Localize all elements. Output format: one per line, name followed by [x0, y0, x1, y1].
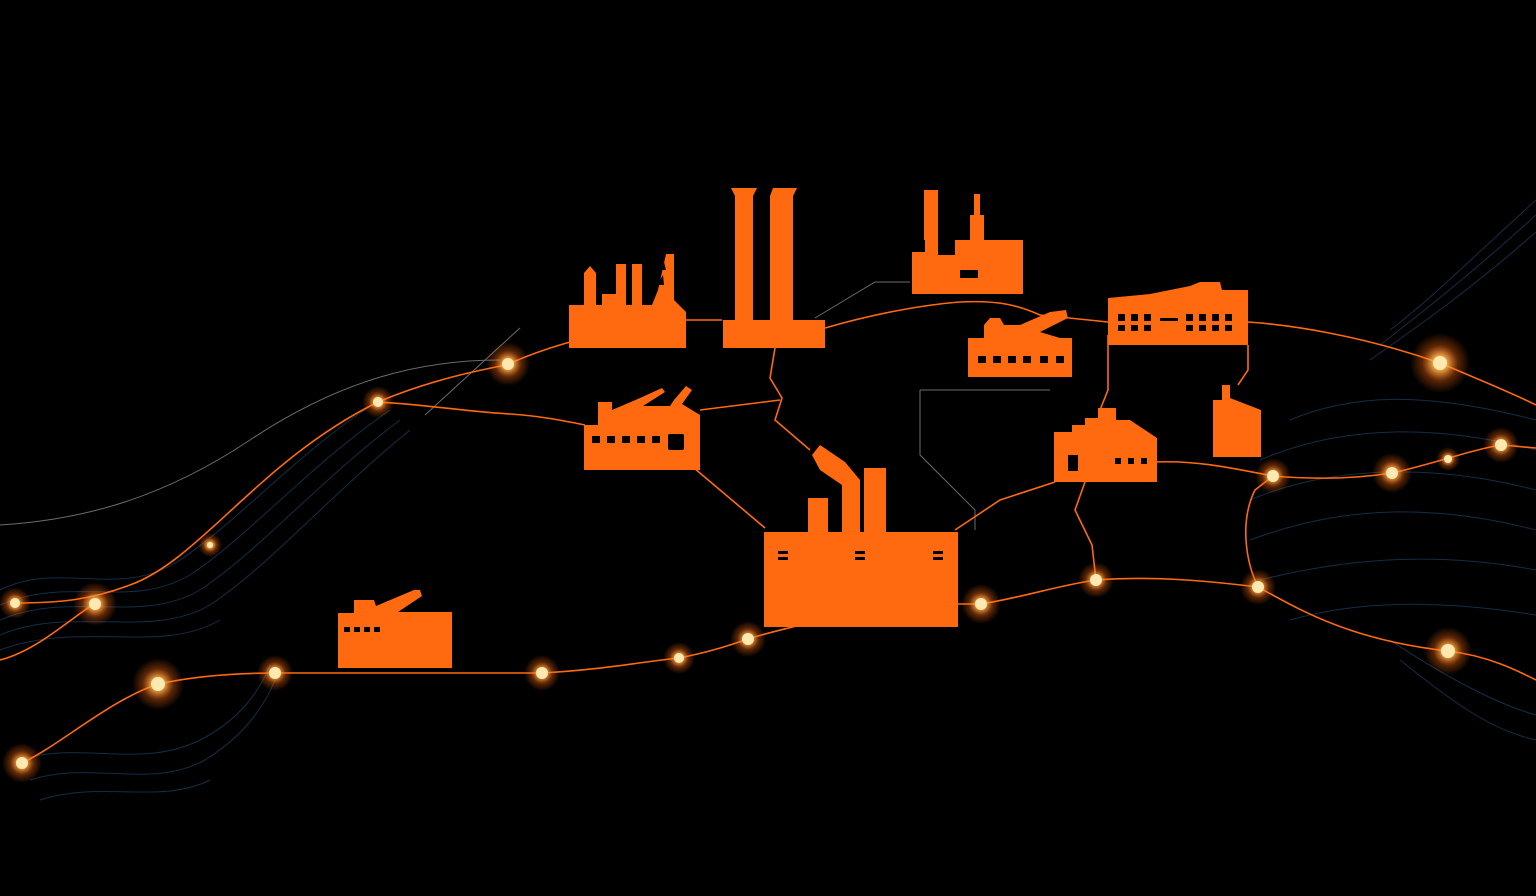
factory-crane-icon	[968, 310, 1072, 377]
glowing-nodes	[0, 333, 1519, 783]
glowing-node-icon	[1372, 453, 1412, 493]
glowing-node-icon	[663, 642, 695, 674]
glowing-node-icon	[524, 655, 560, 691]
glowing-node-icon	[0, 587, 31, 619]
glowing-node-icon	[1078, 562, 1114, 598]
data-mesh-icon	[0, 199, 1536, 801]
glowing-node-icon	[1483, 427, 1519, 463]
glowing-node-icon	[198, 533, 222, 557]
gray-connectors	[0, 281, 1050, 530]
factory-workshop-icon	[584, 386, 700, 470]
factory-small-icon	[338, 590, 452, 668]
twin-chimneys-icon	[723, 188, 825, 348]
glowing-node-icon	[132, 658, 184, 710]
factory-refinery-icon	[569, 254, 686, 348]
small-building-icon	[1213, 385, 1261, 457]
power-plant-icon	[912, 190, 1023, 294]
glowing-node-icon	[362, 386, 394, 418]
house-factory-icon	[1054, 408, 1157, 482]
glowing-node-icon	[1436, 447, 1460, 471]
glowing-node-icon	[257, 655, 293, 691]
glowing-node-icon	[486, 342, 530, 386]
glowing-node-icon	[1424, 627, 1472, 675]
glowing-node-icon	[1255, 458, 1291, 494]
glowing-node-icon	[1410, 333, 1470, 393]
glowing-node-icon	[961, 584, 1001, 624]
glowing-node-icon	[73, 582, 117, 626]
warehouse-factory-icon	[1108, 282, 1248, 345]
glowing-node-icon	[730, 621, 766, 657]
glowing-node-icon	[2, 743, 42, 783]
main-factory-icon	[764, 445, 958, 627]
glowing-node-icon	[1240, 569, 1276, 605]
